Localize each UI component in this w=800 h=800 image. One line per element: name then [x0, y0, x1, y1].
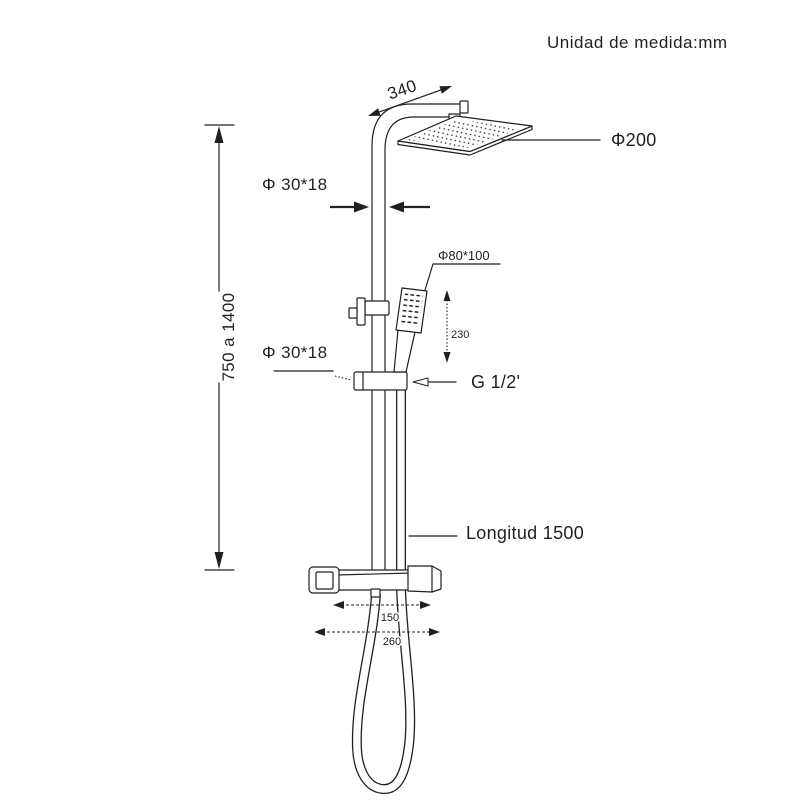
- hand-shower-nozzle-field: [399, 293, 423, 328]
- hand-shower: [393, 287, 428, 373]
- inlet-spacing-left-arrowhead: [333, 601, 344, 609]
- rain-shower-head: [397, 113, 533, 156]
- arm-end-cap: [459, 100, 469, 114]
- mixer-width-right-arrowhead: [429, 628, 440, 636]
- height-dim-bottom-arrowhead: [214, 552, 224, 569]
- riser-pipe: [371, 100, 469, 571]
- pipe-section-lower-label: Φ 30*18: [262, 343, 328, 362]
- hose-length-label: Longitud 1500: [466, 523, 584, 543]
- mixer-outlet: [370, 588, 381, 598]
- arm-length-dim-line: [377, 89, 442, 114]
- inlet-thread-label: G 1/2': [471, 372, 520, 392]
- pipe-section-upper-callout: Φ 30*18: [262, 175, 430, 213]
- mixer-width-left-arrowhead: [314, 628, 325, 636]
- inlet-thread-arrowhead: [412, 377, 429, 387]
- arm-length-dimension: 340: [368, 76, 452, 116]
- pipe-section-upper-label: Φ 30*18: [262, 175, 328, 194]
- holder-block: [353, 371, 408, 391]
- bracket-collar: [364, 300, 390, 316]
- upper-bracket: [348, 297, 390, 326]
- inlet-thread-callout: G 1/2': [412, 372, 520, 392]
- units-note: Unidad de medida:mm: [547, 33, 728, 52]
- inlet-spacing-dimension: 150: [333, 601, 431, 626]
- arm-length-dim-left-arrowhead: [368, 108, 381, 116]
- flow-handle: [407, 565, 442, 593]
- thermostatic-mixer: [308, 565, 442, 598]
- hand-travel-bottom-arrowhead: [443, 352, 451, 363]
- mixer-width-dimension: 260: [314, 628, 440, 650]
- mixer-body-edge-line: [335, 572, 413, 576]
- height-dim-top-arrowhead: [214, 126, 224, 143]
- head-nozzle-field: [406, 119, 522, 148]
- hand-shower-handle: [393, 329, 416, 373]
- riser-pipe-outer-edge: [371, 103, 462, 571]
- inlet-spacing-label: 150: [381, 612, 399, 624]
- riser-pipe-inner-edge: [384, 116, 462, 571]
- hose-length-callout: Longitud 1500: [408, 523, 584, 543]
- temperature-handle-face: [315, 571, 334, 590]
- arm-length-dim-right-arrowhead: [439, 86, 452, 94]
- hand-shower-size-label: Φ80*100: [438, 248, 490, 263]
- pipe-section-upper-left-arrowhead: [354, 201, 369, 213]
- mixer-width-label: 260: [383, 636, 401, 648]
- hand-travel-label: 230: [451, 329, 469, 341]
- bracket-knob: [348, 307, 358, 319]
- height-dimension: 750 a 1400: [204, 124, 238, 571]
- hose-loop-core: [353, 585, 414, 793]
- head-diameter-callout: Φ200: [501, 130, 657, 150]
- pipe-section-upper-right-arrowhead: [389, 201, 404, 213]
- shower-hose: [351, 389, 416, 794]
- hand-shower-size-callout: Φ80*100: [424, 248, 501, 291]
- height-range-label: 750 a 1400: [219, 292, 238, 381]
- bracket-plate: [356, 297, 366, 326]
- inlet-spacing-right-arrowhead: [420, 601, 431, 609]
- hand-shower-size-leader: [424, 263, 501, 291]
- head-diameter-label: Φ200: [611, 130, 657, 150]
- sliding-holder: [353, 371, 408, 391]
- pipe-section-lower-leader-tail: [334, 375, 352, 381]
- pipe-section-lower-callout: Φ 30*18: [262, 343, 352, 381]
- hand-shower-travel-dimension: 230: [443, 290, 469, 363]
- hand-travel-top-arrowhead: [443, 290, 451, 301]
